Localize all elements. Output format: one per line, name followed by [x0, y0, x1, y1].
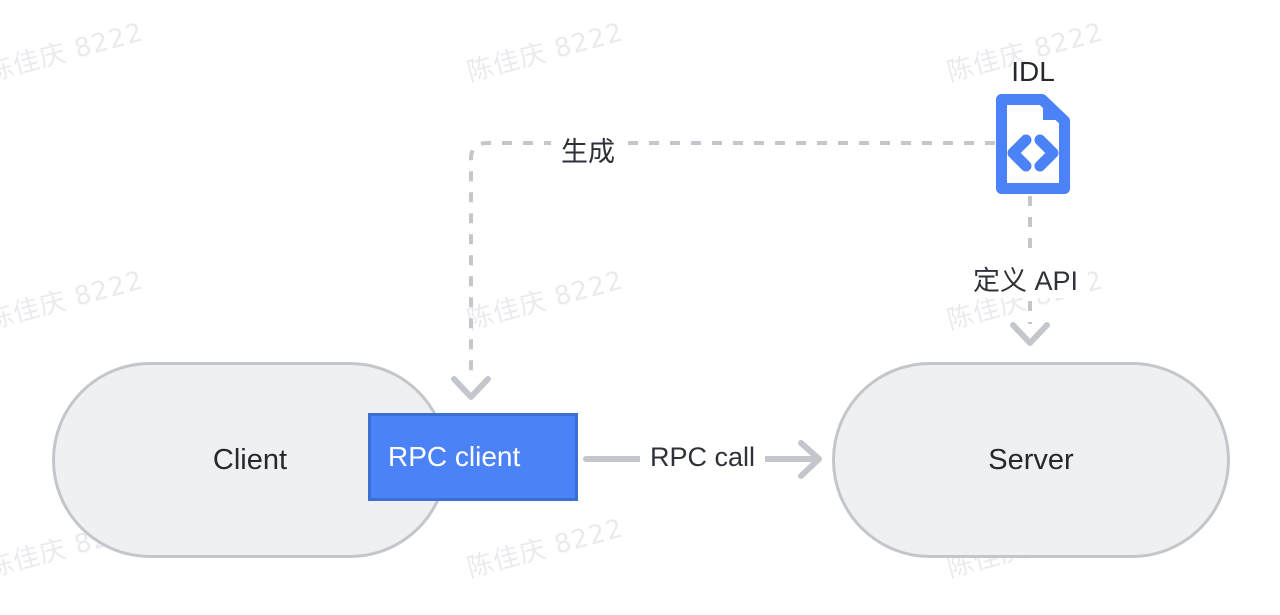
edge-define-api-arrowhead	[1010, 322, 1050, 346]
edge-label-rpc-call: RPC call	[640, 442, 766, 473]
edge-generate-arrowhead	[451, 376, 491, 400]
watermark: 陈佳庆 8222	[0, 17, 147, 89]
edge-label-generate: 生成	[551, 130, 625, 169]
node-client-label: Client	[212, 443, 288, 476]
edge-rpc-call-arrowhead	[798, 440, 822, 479]
watermark: 陈佳庆 8222	[463, 265, 627, 337]
watermark: 陈佳庆 8222	[0, 265, 147, 337]
watermark: 陈佳庆 8222	[463, 17, 627, 89]
node-server-label: Server	[988, 443, 1074, 476]
node-idl[interactable]: IDL	[960, 56, 1106, 194]
edge-label-define-api: 定义 API	[963, 259, 1089, 298]
node-idl-label: IDL	[1011, 56, 1055, 87]
watermark: 陈佳庆 8222	[463, 513, 627, 585]
node-rpc-client[interactable]: RPC client	[368, 413, 578, 501]
node-rpc-client-label: RPC client	[388, 441, 521, 472]
node-server[interactable]: Server	[832, 362, 1230, 558]
code-file-icon	[996, 94, 1070, 194]
edge-generate	[451, 141, 995, 400]
edge-generate-line	[469, 141, 995, 378]
